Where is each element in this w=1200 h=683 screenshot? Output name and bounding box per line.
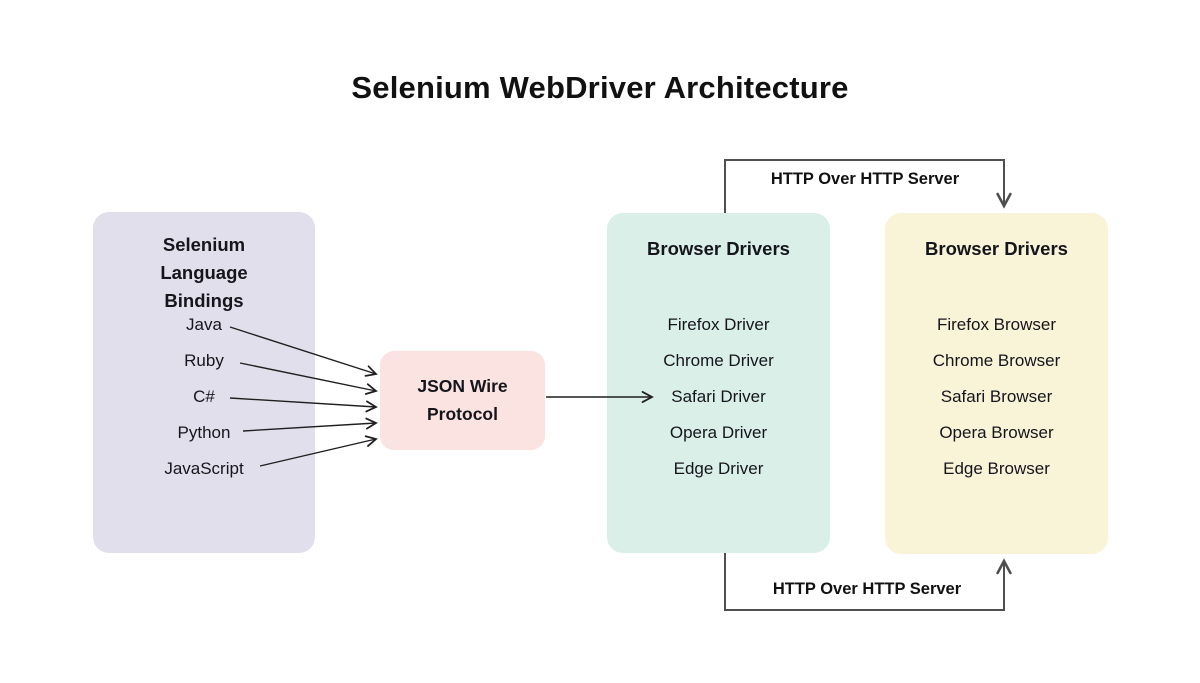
http-connector-top-label: HTTP Over HTTP Server [770, 170, 960, 188]
list-item-python: Python [177, 423, 231, 442]
language-bindings-box: Selenium Language Bindings Java Ruby C# … [93, 212, 315, 553]
json-wire-protocol-title-line2: Protocol [427, 404, 498, 424]
list-item-csharp: C# [193, 387, 215, 406]
json-wire-protocol-title-line1: JSON Wire [417, 376, 508, 396]
list-item-opera-driver: Opera Driver [669, 423, 768, 442]
list-item-safari-browser: Safari Browser [940, 387, 1053, 406]
browsers-box: Browser Drivers Firefox Browser Chrome B… [885, 213, 1108, 554]
list-item-chrome-browser: Chrome Browser [932, 351, 1061, 370]
list-item-safari-driver: Safari Driver [671, 387, 766, 406]
list-item-edge-browser: Edge Browser [943, 459, 1050, 478]
list-item-chrome-driver: Chrome Driver [663, 351, 774, 370]
list-item-edge-driver: Edge Driver [673, 459, 764, 478]
list-item-opera-browser: Opera Browser [939, 423, 1054, 442]
json-wire-protocol-title: JSON Wire Protocol [380, 372, 545, 428]
language-bindings-list: Java Ruby C# Python JavaScript [93, 307, 315, 487]
language-bindings-title: Selenium Language Bindings [160, 234, 248, 311]
http-connector-bottom-label: HTTP Over HTTP Server [772, 580, 962, 598]
browser-drivers-box: Browser Drivers Firefox Driver Chrome Dr… [607, 213, 830, 553]
browsers-title: Browser Drivers [925, 238, 1068, 259]
list-item-firefox-browser: Firefox Browser [936, 315, 1057, 334]
browser-drivers-title: Browser Drivers [647, 238, 790, 259]
list-item-javascript: JavaScript [164, 459, 244, 478]
list-item-firefox-driver: Firefox Driver [667, 315, 770, 334]
page-title: Selenium WebDriver Architecture [351, 70, 849, 105]
browser-drivers-list: Firefox Driver Chrome Driver Safari Driv… [607, 307, 830, 487]
list-item-java: Java [186, 315, 222, 334]
browsers-list: Firefox Browser Chrome Browser Safari Br… [885, 307, 1108, 487]
list-item-ruby: Ruby [184, 351, 224, 370]
json-wire-protocol-box: JSON Wire Protocol [380, 351, 545, 450]
